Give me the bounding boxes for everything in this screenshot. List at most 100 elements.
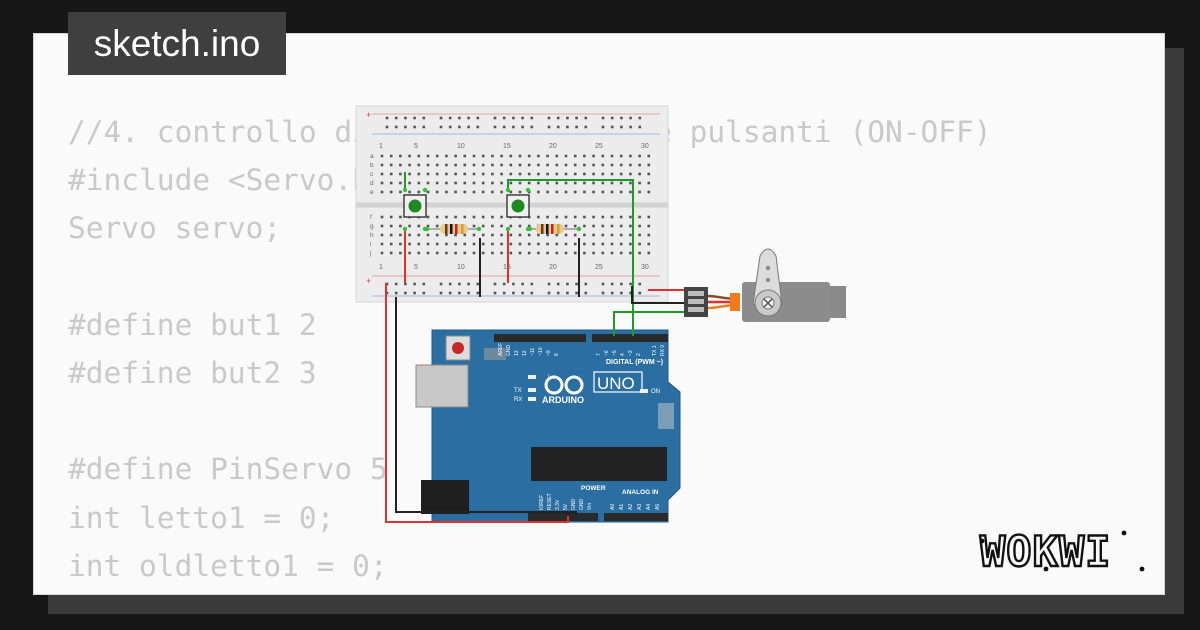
pushbutton-1[interactable] [403, 194, 427, 218]
row-letters: a b c d e f g h i j [369, 153, 374, 257]
power-pin-labels: IOREF RESET 3.3V 5V GND GND Vin [539, 493, 593, 510]
atmega-chip [531, 447, 667, 481]
model-label: UNO [597, 374, 635, 393]
pin-label: TX 1 [652, 345, 658, 356]
analog-label: ANALOG IN [622, 489, 659, 496]
resistor-2[interactable] [527, 224, 582, 234]
power-jack [421, 480, 469, 514]
pin-label: Vin [587, 503, 593, 510]
pin-label: 13 [514, 350, 520, 356]
col-number: 10 [457, 143, 465, 150]
pin-label: AREF [498, 343, 504, 356]
pin-label: ~9 [546, 350, 552, 356]
wires[interactable] [385, 172, 686, 523]
pin-label: RX 0 [660, 345, 666, 356]
arduino-uno-board[interactable]: DIGITAL (PWM ~) POWER ANALOG IN L TX RX … [415, 329, 681, 523]
pin-label: A2 [628, 504, 634, 510]
power-label: POWER [581, 485, 606, 492]
wire-green-servo-signal[interactable] [613, 311, 686, 336]
pin-label: ~5 [612, 350, 618, 356]
pin-label: GND [571, 499, 577, 511]
col-number: 1 [379, 143, 383, 150]
pin-label: GND [579, 499, 585, 511]
usb-port [415, 364, 469, 408]
pin-label: 2 [636, 353, 642, 356]
resistor-1[interactable] [424, 224, 482, 234]
pin-label: 8 [554, 353, 560, 356]
code-line: #define PinServo 5 [68, 452, 388, 487]
col-number: 25 [595, 264, 603, 271]
led-tx-label: TX [514, 388, 522, 394]
row-letter: f [370, 214, 372, 221]
analog-pin-labels: A0 A1 A2 A3 A4 A5 [610, 504, 661, 510]
code-line: #define but2 3 [68, 355, 317, 390]
pin-label: GND [506, 345, 512, 357]
icsp-header-2 [658, 403, 674, 429]
col-number: 1 [379, 264, 383, 271]
file-tab[interactable]: sketch.ino [68, 12, 286, 75]
col-number: 30 [641, 143, 649, 150]
servo-motor[interactable] [684, 248, 846, 322]
top-pin-labels: AREF GND 13 12 ~11 ~10 ~9 8 7 ~6 ~5 4 ~3… [498, 343, 666, 356]
pin-label: A0 [610, 504, 616, 510]
icsp-header [484, 348, 506, 360]
digital-label: DIGITAL (PWM ~) [606, 359, 663, 366]
breadboard-holes [380, 116, 651, 295]
code-line: Servo servo; [68, 211, 282, 246]
pin-label: A3 [637, 504, 643, 510]
code-line: int oldletto1 = 0; [68, 548, 388, 583]
header-left [494, 334, 586, 342]
row-letter: i [370, 241, 371, 248]
col-number: 20 [549, 143, 557, 150]
column-numbers-top: 1 5 10 15 20 25 30 [379, 143, 649, 150]
plus-rail-sign: + [366, 276, 371, 286]
wire-green-button2[interactable] [507, 179, 634, 336]
pin-label: 4 [620, 353, 626, 356]
led-rx [528, 397, 536, 401]
pin-label: RESET [547, 493, 553, 510]
button-pin-dots [402, 187, 531, 232]
code-line: int letto1 = 0; [68, 500, 335, 535]
column-numbers-bottom: 1 5 10 15 20 25 30 [379, 264, 649, 271]
pin-label: A5 [655, 504, 661, 510]
pin-label: IOREF [539, 495, 545, 510]
row-letter: e [370, 189, 374, 196]
col-number: 15 [503, 264, 511, 271]
pin-label: 7 [596, 353, 602, 356]
row-letter: g [370, 223, 374, 230]
led-on-label: ON [651, 389, 660, 395]
pin-label: ~11 [530, 348, 536, 356]
header-power [528, 513, 598, 521]
col-number: 5 [414, 143, 418, 150]
row-letter: b [370, 162, 374, 169]
row-letter: d [370, 180, 374, 187]
col-number: 10 [457, 264, 465, 271]
col-number: 30 [641, 264, 649, 271]
wokwi-logo: WOKWI [979, 527, 1145, 575]
pin-label: A1 [619, 504, 625, 510]
reset-button-cap [452, 342, 464, 354]
col-number: 25 [595, 143, 603, 150]
wire-black-gnd[interactable] [395, 297, 577, 516]
row-letter: h [370, 232, 374, 239]
row-letter: j [369, 250, 371, 257]
pin-label: 3.3V [555, 499, 561, 510]
row-letter: a [370, 153, 374, 160]
pin-label: ~10 [538, 347, 544, 356]
pin-label: 12 [522, 350, 528, 356]
code-line: #define but1 2 [68, 307, 317, 342]
servo-horn [752, 248, 783, 305]
wire-black-servo[interactable] [631, 286, 686, 304]
arduino-brand: ARDUINO [542, 395, 584, 405]
col-number: 20 [549, 264, 557, 271]
wire-red-5v[interactable] [385, 283, 569, 523]
pin-label: ~3 [628, 350, 634, 356]
header-digital [592, 334, 668, 342]
led-tx [528, 388, 536, 392]
led-on [640, 389, 648, 393]
plus-rail-sign: + [366, 110, 371, 120]
pushbutton-2[interactable] [506, 194, 530, 218]
led-rx-label: RX [514, 397, 522, 403]
col-number: 5 [414, 264, 418, 271]
